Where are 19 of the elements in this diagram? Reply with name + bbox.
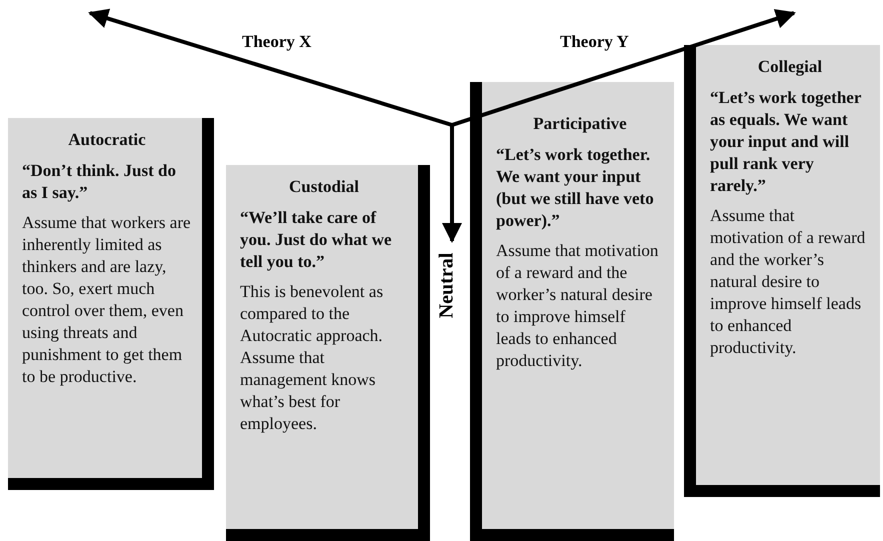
card-heading: Custodial bbox=[288, 177, 360, 197]
body-text: Assume that motivation of a reward and the worker’s natural desire to improve himself leads to enhanced productivity. bbox=[496, 240, 660, 372]
card-heading: Participative bbox=[532, 114, 628, 134]
quote-text: “Don’t think. Just do as I say.” bbox=[22, 160, 177, 204]
body-text: Assume that motivation of a reward and the worker’s natural desire to improve himself leads to enhanced productivity. bbox=[710, 205, 866, 359]
card-heading: Collegial bbox=[756, 57, 824, 77]
card bbox=[684, 45, 880, 497]
body-text: This is benevolent as compared to the Autocratic approach. Assume that management knows what’s best for employees. bbox=[240, 281, 384, 435]
card-heading: Autocratic bbox=[67, 130, 147, 150]
card bbox=[470, 82, 674, 541]
card bbox=[226, 165, 430, 541]
card bbox=[8, 118, 214, 490]
theory-label: Theory Y bbox=[560, 32, 629, 52]
quote-text: “Let’s work together as equals. We want your input and will pull rank very rarely.” bbox=[710, 87, 862, 197]
theory-label: Theory X bbox=[242, 32, 312, 52]
quote-text: “We’ll take care of you. Just do what we tell you to.” bbox=[240, 207, 393, 273]
quote-text: “Let’s work together. We want your input (but we still have veto power).” bbox=[496, 144, 655, 232]
axis-label: Neutral bbox=[435, 252, 458, 318]
body-text: Assume that workers are inherently limited as thinkers and are lazy, too. So, exert much control over them, even using threats and punishment to get them to be productive. bbox=[22, 212, 192, 388]
